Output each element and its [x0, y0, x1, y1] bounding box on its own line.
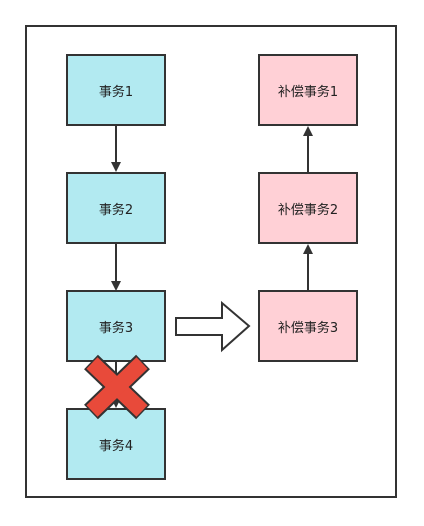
- transaction-label-2: 事务2: [98, 202, 134, 218]
- hollow-arrow-right-icon: [175, 300, 251, 353]
- transaction-box-4: 事务4: [66, 408, 166, 480]
- transaction-box-1: 事务1: [66, 54, 166, 126]
- compensation-box-2: 补偿事务2: [258, 172, 358, 244]
- compensation-label-2: 补偿事务2: [277, 202, 339, 218]
- transaction-box-2: 事务2: [66, 172, 166, 244]
- transaction-label-3: 事务3: [98, 320, 134, 336]
- diagram-frame: [25, 25, 397, 498]
- transaction-box-3: 事务3: [66, 290, 166, 362]
- compensation-box-1: 补偿事务1: [258, 54, 358, 126]
- transaction-label-4: 事务4: [98, 438, 134, 454]
- compensation-box-3: 补偿事务3: [258, 290, 358, 362]
- compensation-label-3: 补偿事务3: [277, 320, 339, 336]
- compensation-label-1: 补偿事务1: [277, 84, 339, 100]
- transaction-label-1: 事务1: [98, 84, 134, 100]
